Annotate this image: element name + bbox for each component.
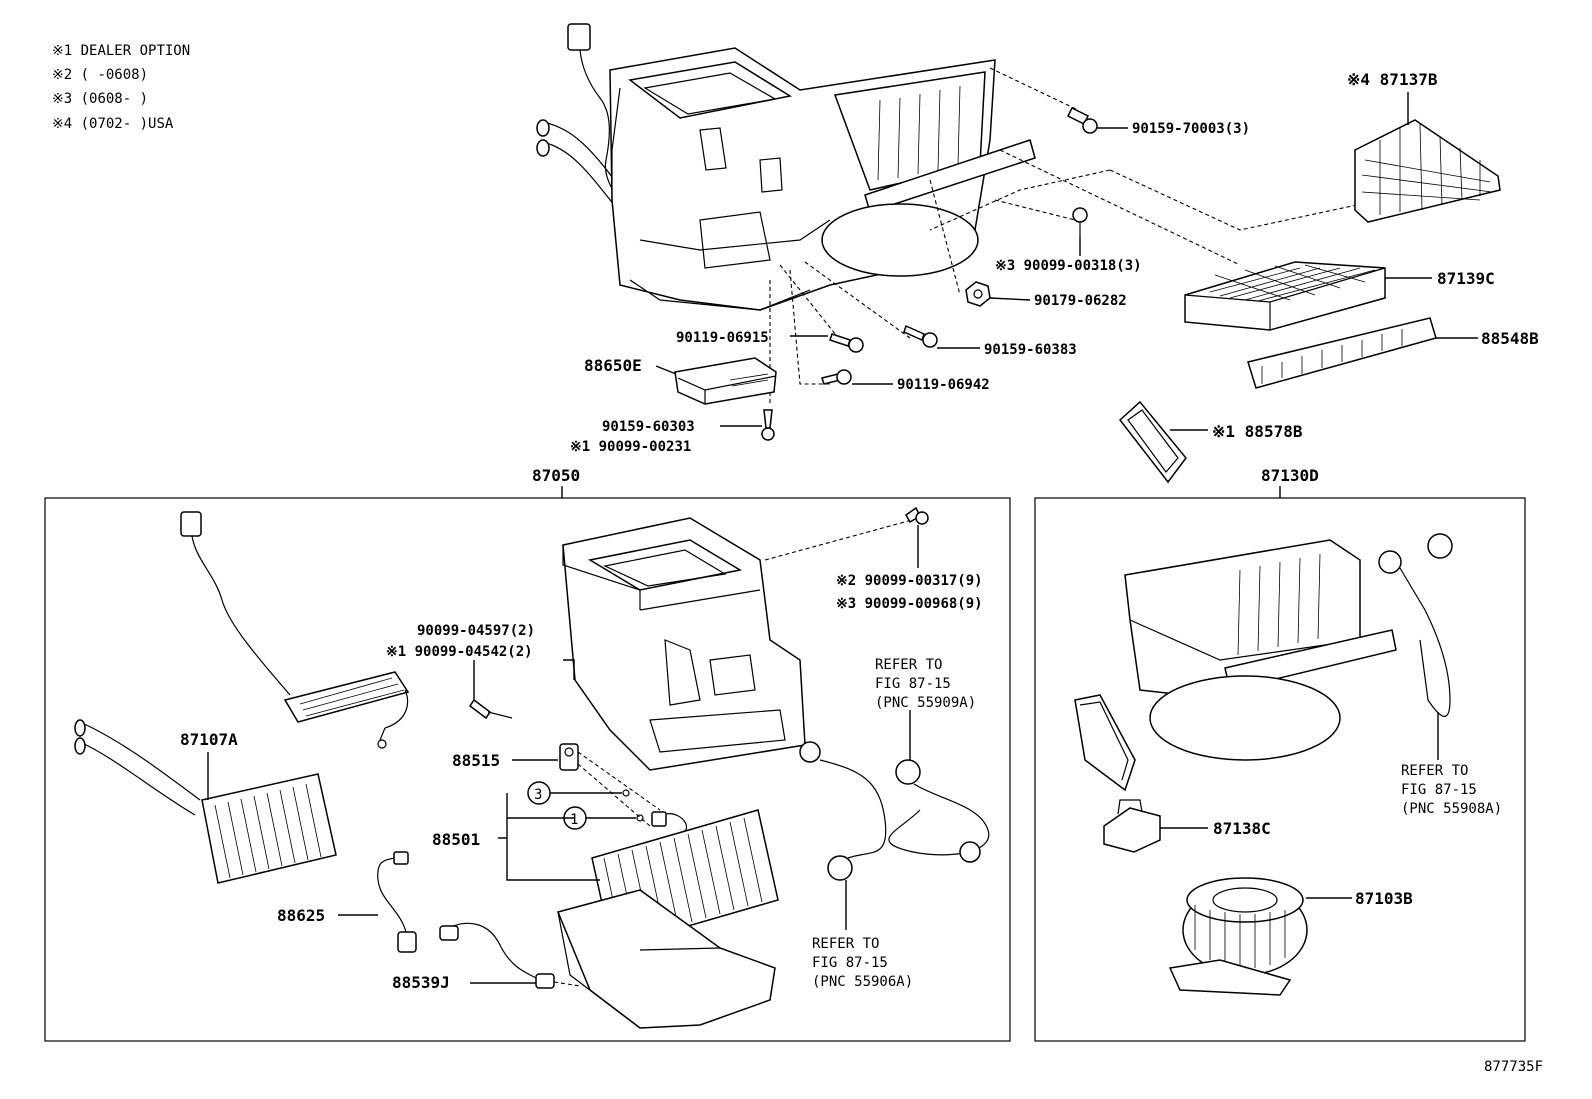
notes-legend: ※1 DEALER OPTION ※2 ( -0608) ※3 (0608- )… (52, 43, 190, 132)
label-87103B: 87103B (1355, 889, 1413, 908)
screw-90119-06942: 90119-06942 (821, 369, 990, 393)
part-88515-valve: 88515 (452, 743, 661, 827)
lower-case-drawing (556, 889, 776, 1029)
label-90099-00968: ※3 90099-00968(9) (836, 596, 983, 612)
label-90099-00231: ※1 90099-00231 (570, 439, 691, 455)
label-90099-00317: ※2 90099-00317(9) (836, 573, 983, 589)
label-90159-70003: 90159-70003(3) (1132, 121, 1250, 137)
ref-55909A-line1: REFER TO (875, 657, 942, 673)
screw-90159-60303: 90159-60303 ※1 90099-00231 (570, 409, 775, 455)
ref-55909A: REFER TO FIG 87-15 (PNC 55909A) (875, 657, 976, 711)
part-87139C-filter: 87139C (1184, 261, 1495, 331)
bolt-90119-06915: 90119-06915 (676, 330, 864, 353)
label-88548B: 88548B (1481, 329, 1539, 348)
callout-circles: 3 1 (527, 781, 644, 830)
ref-55908A-line2: FIG 87-15 (1401, 782, 1477, 798)
part-87137B-screen: ※4 87137B (1347, 70, 1501, 223)
label-90119-06942: 90119-06942 (897, 377, 990, 393)
wire-harness-55908A (1378, 533, 1453, 760)
label-87107A: 87107A (180, 730, 238, 749)
box-87130D (1034, 497, 1526, 1042)
part-87103B-blower-motor: 87103B (1168, 877, 1413, 996)
note-dealer-option: ※1 DEALER OPTION (52, 43, 190, 59)
wire-harness-55906A (799, 741, 887, 930)
label-88650E: 88650E (584, 356, 642, 375)
label-88539J: 88539J (392, 973, 450, 992)
ref-55906A: REFER TO FIG 87-15 (PNC 55906A) (812, 936, 913, 990)
label-88515: 88515 (452, 751, 500, 770)
part-88548B-cover: 88548B (1247, 317, 1539, 389)
label-90159-60303: 90159-60303 (602, 419, 695, 435)
ref-55908A-line1: REFER TO (1401, 763, 1468, 779)
bolt-90099-04597: 90099-04597(2) ※1 90099-04542(2) (386, 623, 575, 720)
circle-3-label: 3 (534, 787, 542, 803)
blower-case-drawing (1074, 539, 1397, 792)
label-87137B: ※4 87137B (1347, 70, 1438, 89)
label-87138C: 87138C (1213, 819, 1271, 838)
part-87138C-resistor: 87138C (1103, 799, 1271, 853)
group-label-87050: 87050 (532, 466, 580, 485)
ref-55906A-line3: (PNC 55906A) (812, 974, 913, 990)
ref-55909A-line2: FIG 87-15 (875, 676, 951, 692)
ref-55906A-line1: REFER TO (812, 936, 879, 952)
group-label-87130D: 87130D (1261, 466, 1319, 485)
hvac-case-drawing (562, 517, 913, 771)
ref-55909A-line3: (PNC 55909A) (875, 695, 976, 711)
screw-90099-00318: ※3 90099-00318(3) (995, 207, 1142, 274)
label-90159-60383: 90159-60383 (984, 342, 1077, 358)
part-88650E-module: 88650E (584, 356, 777, 405)
label-88501: 88501 (432, 830, 480, 849)
label-88625: 88625 (277, 906, 325, 925)
ref-55906A-line2: FIG 87-15 (812, 955, 888, 971)
note-2: ※2 ( -0608) (52, 67, 148, 83)
screw-90099-00317: ※2 90099-00317(9) ※3 90099-00968(9) (836, 506, 983, 612)
part-87107A-heater-core: 87107A (74, 511, 410, 884)
label-90179-06282: 90179-06282 (1034, 293, 1127, 309)
ref-55908A: REFER TO FIG 87-15 (PNC 55908A) (1401, 763, 1502, 817)
circle-1-label: 1 (570, 812, 578, 828)
label-87139C: 87139C (1437, 269, 1495, 288)
wire-harness-55909A (888, 710, 990, 863)
bolt-90159-60383: 90159-60383 (903, 324, 1077, 358)
part-88539J-thermistor: 88539J (392, 922, 581, 992)
part-88625-sensor: 88625 (277, 851, 417, 953)
top-dashed-leaders (769, 67, 1381, 405)
nut-90179-06282: 90179-06282 (965, 281, 1127, 309)
part-88578B-seal: ※1 88578B (1118, 400, 1303, 484)
bolt-90159-70003: 90159-70003(3) (1066, 106, 1250, 137)
box-87050 (44, 497, 1011, 1042)
note-4: ※4 (0702- )USA (52, 116, 174, 132)
note-3: ※3 (0608- ) (52, 91, 148, 107)
diagram-code: 877735F (1484, 1059, 1543, 1075)
label-88578B: ※1 88578B (1212, 422, 1303, 441)
label-90119-06915: 90119-06915 (676, 330, 769, 346)
label-90099-04542: ※1 90099-04542(2) (386, 644, 533, 660)
label-90099-04597: 90099-04597(2) (417, 623, 535, 639)
label-90099-00318: ※3 90099-00318(3) (995, 258, 1142, 274)
ref-55908A-line3: (PNC 55908A) (1401, 801, 1502, 817)
hvac-unit-top-drawing (536, 23, 1036, 311)
